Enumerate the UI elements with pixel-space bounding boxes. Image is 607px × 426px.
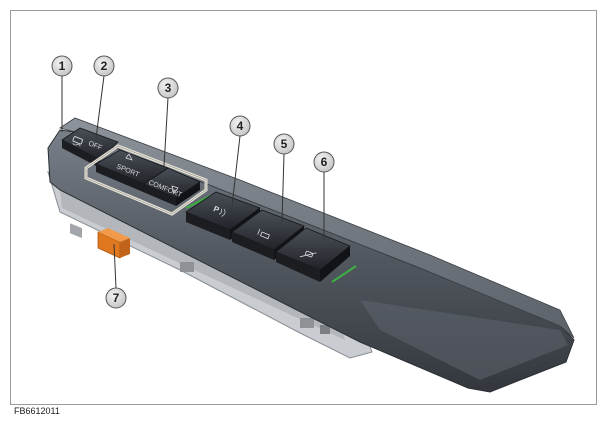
callout-leaders	[61, 75, 325, 289]
dsc-off-label: OFF	[87, 140, 103, 152]
svg-text:6: 6	[321, 155, 328, 169]
svg-text:5: 5	[281, 137, 288, 151]
trim-tail	[360, 300, 568, 380]
hill-descent-button[interactable]	[275, 227, 351, 282]
rocker-led	[185, 195, 211, 209]
triangle-down-icon	[171, 185, 179, 194]
driving-mode-frame	[84, 144, 208, 216]
callout-7: 7	[105, 287, 127, 309]
svg-text:4: 4	[237, 119, 244, 133]
triangle-up-icon	[125, 153, 133, 161]
callout-3: 3	[157, 77, 179, 99]
svg-text:1: 1	[59, 59, 66, 73]
svg-text:3: 3	[165, 81, 172, 95]
callout-1: 1	[51, 55, 73, 77]
diagram-border	[10, 10, 597, 405]
svg-text:2: 2	[101, 59, 108, 73]
svg-text:P: P	[212, 204, 221, 215]
pdc-parking-icon: P	[212, 204, 226, 217]
callout-2: 2	[93, 55, 115, 77]
callout-6: 6	[313, 151, 335, 173]
callout-4: 4	[229, 115, 251, 137]
driving-mode-rocker[interactable]: SPORT COMFORT	[95, 149, 201, 206]
hill-descent-led	[331, 265, 357, 283]
dsc-off-button[interactable]: OFF	[61, 127, 119, 168]
figure-code: FB6612011	[14, 406, 60, 416]
callout-5: 5	[273, 133, 295, 155]
dsc-car-skid-icon	[72, 136, 83, 147]
park-assist-icon	[257, 228, 270, 240]
svg-text:7: 7	[113, 291, 120, 305]
hill-descent-control-icon	[299, 250, 317, 258]
